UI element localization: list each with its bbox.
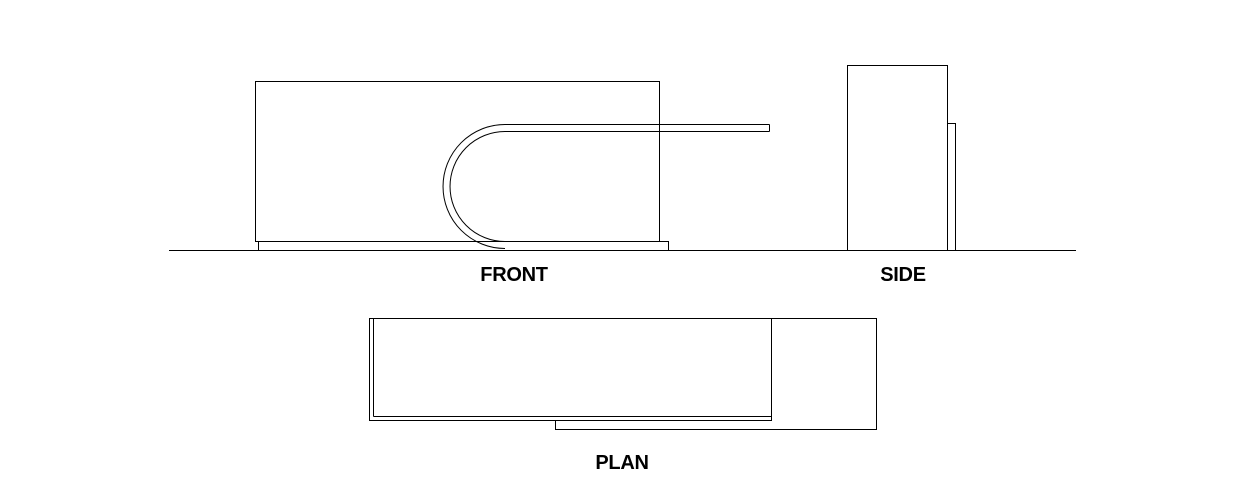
front-view-label: FRONT — [480, 264, 547, 286]
side-panel — [947, 123, 956, 251]
front-curved-top-outer — [442, 124, 770, 249]
side-view-label: SIDE — [880, 264, 925, 286]
plan-view: PLAN — [369, 318, 877, 474]
front-main-body — [255, 81, 660, 242]
front-base-plate — [258, 241, 669, 251]
plan-view-label: PLAN — [595, 452, 648, 474]
side-main-body — [847, 65, 948, 251]
side-view: SIDE — [847, 65, 956, 286]
front-view: FRONT — [255, 81, 770, 286]
plan-main-body — [369, 318, 772, 421]
front-curved-top-inner — [449, 131, 770, 242]
